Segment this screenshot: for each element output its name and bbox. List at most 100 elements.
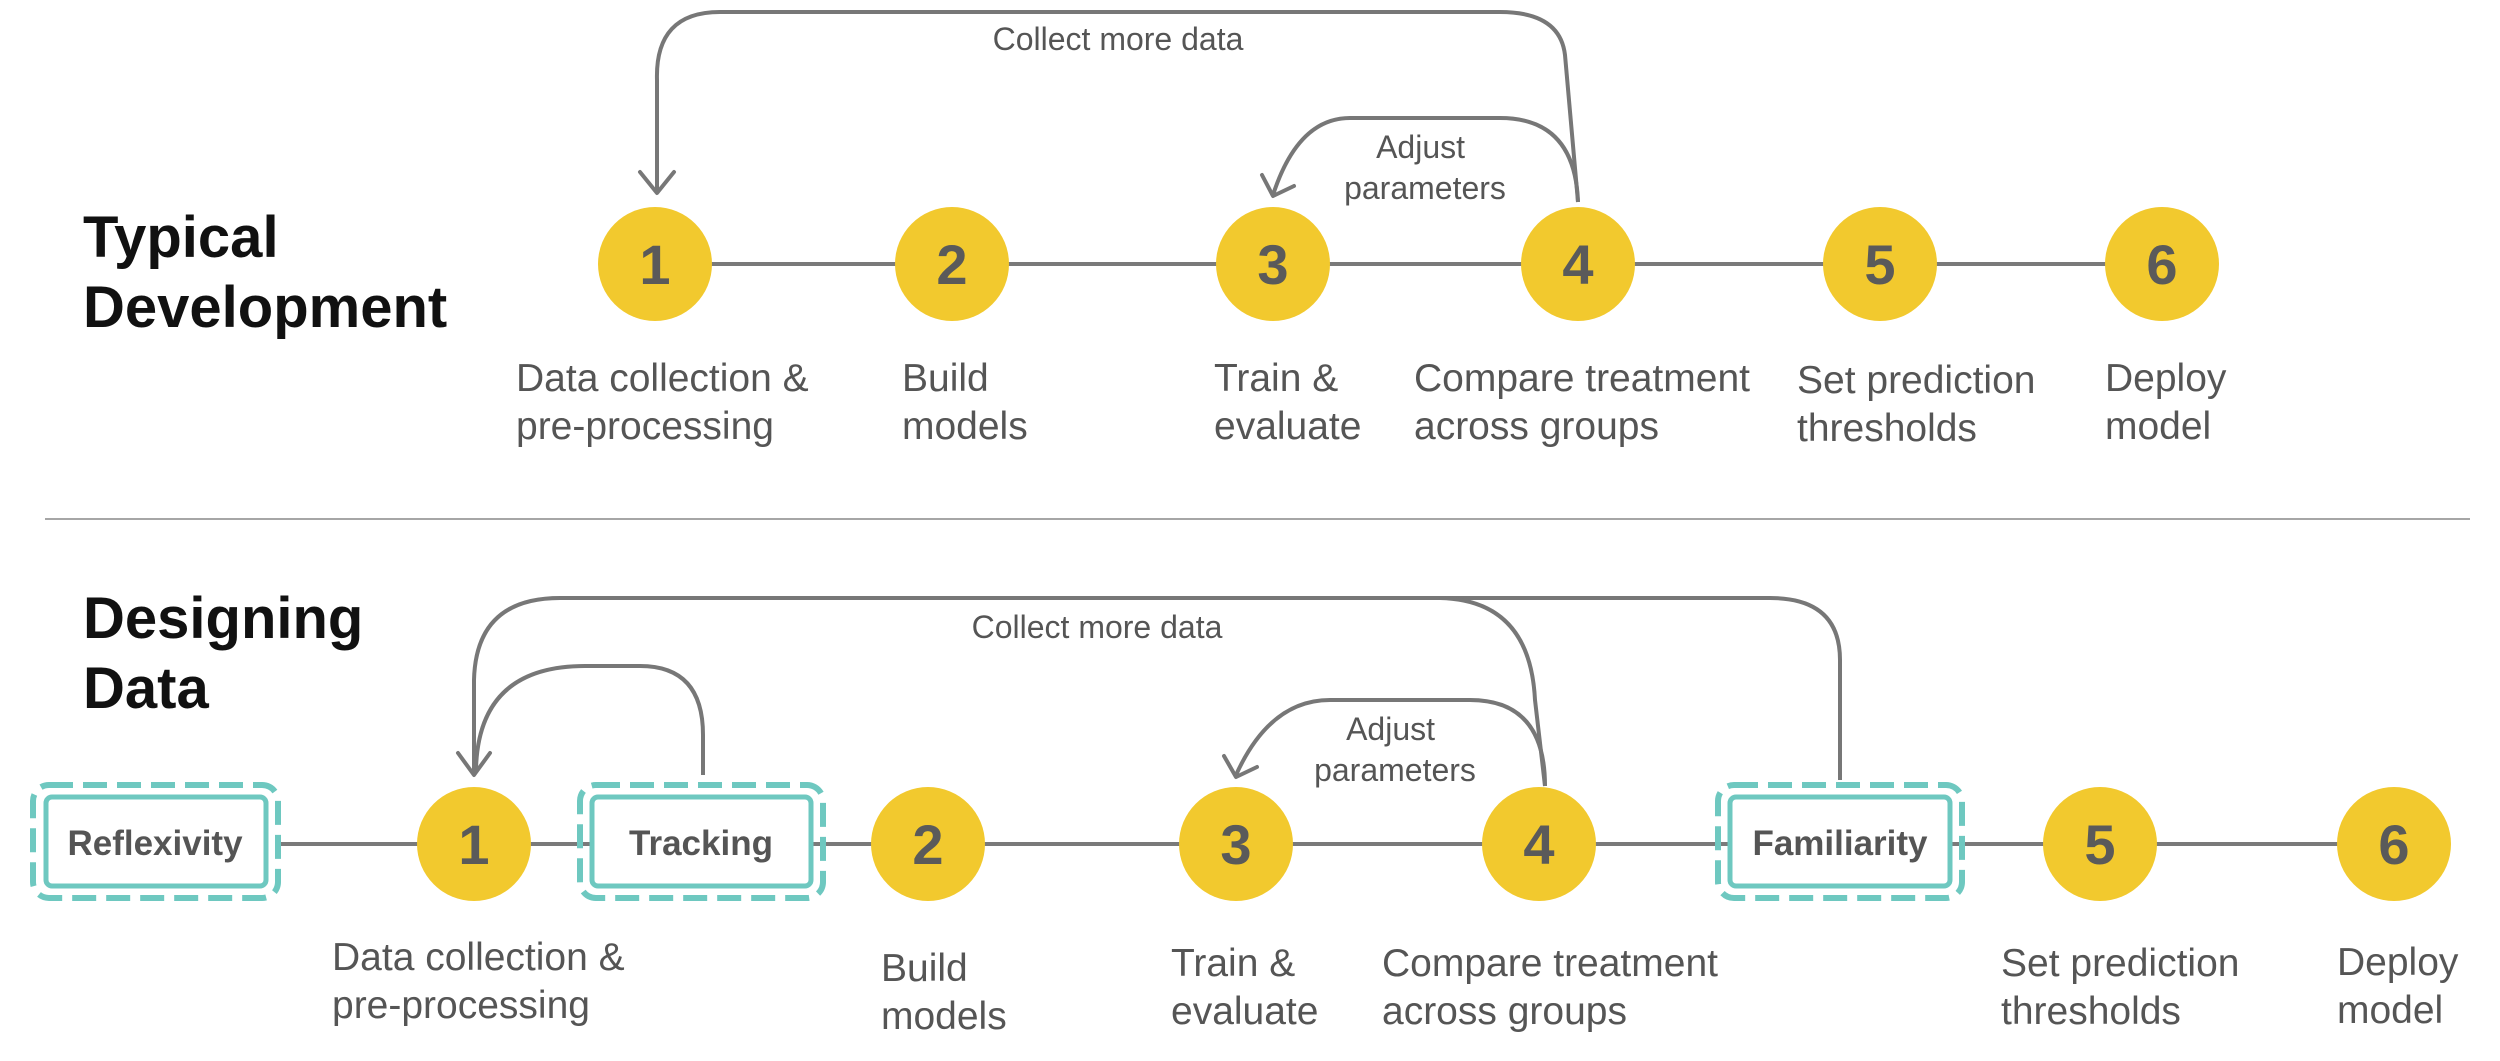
designing-node-1-circle [417,787,531,901]
tracking-box: Tracking [577,782,826,901]
typical-step-5-label: Set prediction thresholds [1797,359,2046,450]
designing-node-5-circle [2043,787,2157,901]
familiarity-box: Familiarity [1715,782,1965,901]
designing-step-5-label-line-2: thresholds [2001,990,2181,1033]
typical-node-4-number: 4 [1562,233,1593,296]
typical-title: Typical Development [83,205,447,340]
designing-adjust-label-line-1: Adjust [1346,711,1435,747]
designing-collect-more-data-label: Collect more data [972,609,1223,645]
typical-node-5-number: 5 [1864,233,1895,296]
typical-step-2-label: Build models [902,357,1028,448]
designing-step-2: 2 Build models [871,787,1007,1038]
typical-step-4-label: Compare treatment across groups [1414,357,1761,448]
designing-step-5-label-line-1: Set prediction [2001,942,2239,985]
typical-step-5-label-line-2: thresholds [1797,407,1977,450]
typical-collect-more-data-label: Collect more data [993,21,1244,57]
designing-node-2-circle [871,787,985,901]
designing-step-2-label: Build models [881,947,1007,1038]
typical-node-1-circle [598,207,712,321]
designing-step-1-label-line-2: pre-processing [332,984,590,1027]
designing-adjust-arrowhead [1222,754,1259,779]
designing-adjust-label-line-2: parameters [1314,752,1476,788]
designing-step-6: 6 Deploy model [2337,787,2469,1032]
typical-node-3-circle [1216,207,1330,321]
designing-adjust-parameters-loop [1234,698,1547,787]
designing-step-3-label: Train & evaluate [1171,942,1318,1033]
tracking-box-dashed-border [577,782,826,901]
typical-step-1-label-line-1: Data collection & [516,357,809,400]
typical-collect-more-data-loop [654,10,1580,203]
typical-step-1: 1 Data collection & pre-processing [516,207,820,448]
tracking-label: Tracking [629,824,773,863]
familiarity-box-dashed-border [1715,782,1965,901]
typical-step-2-label-line-1: Build [902,357,989,400]
typical-node-6-number: 6 [2146,233,2177,296]
typical-node-6-circle [2105,207,2219,321]
typical-node-4-circle [1521,207,1635,321]
designing-step-4: 4 Compare treatment across groups [1382,787,1729,1033]
typical-step-4-label-line-1: Compare treatment [1414,357,1750,400]
designing-title-line-1: Designing [83,586,363,651]
typical-step-6-label-line-2: model [2105,405,2211,448]
designing-node-6-circle [2337,787,2451,901]
designing-node-5-number: 5 [2084,813,2115,876]
typical-step-1-label-line-2: pre-processing [516,405,774,448]
designing-step-1-label-line-1: Data collection & [332,936,625,979]
typical-node-1-number: 1 [639,233,670,296]
designing-title-line-2: Data [83,656,209,721]
designing-step-2-label-line-1: Build [881,947,968,990]
designing-step-4-label: Compare treatment across groups [1382,942,1729,1033]
designing-node-1-number: 1 [458,813,489,876]
designing-step-3-label-line-2: evaluate [1171,990,1318,1033]
designing-step-6-label: Deploy model [2337,941,2469,1032]
designing-step-3-label-line-1: Train & [1171,942,1295,985]
designing-step-5: 5 Set prediction thresholds [2001,787,2250,1033]
designing-node-3-number: 3 [1220,813,1251,876]
typical-adjust-parameters-label: Adjust parameters [1344,129,1506,206]
typical-development-section: Typical Development Collect more data Ad… [83,10,2237,450]
reflexivity-box-inner [43,794,269,889]
typical-step-3: 3 Train & evaluate [1214,207,1361,448]
designing-step-1-label: Data collection & pre-processing [332,936,636,1027]
typical-step-2-label-line-2: models [902,405,1028,448]
designing-node-3-circle [1179,787,1293,901]
designing-step-5-label: Set prediction thresholds [2001,942,2250,1033]
designing-title: Designing Data [83,586,379,721]
typical-step-1-label: Data collection & pre-processing [516,357,820,448]
typical-title-line-1: Typical [83,205,279,270]
typical-step-5: 5 Set prediction thresholds [1797,207,2046,450]
tracking-box-inner [589,794,814,889]
typical-node-5-circle [1823,207,1937,321]
designing-step-6-label-line-1: Deploy [2337,941,2459,984]
typical-collect-arrowhead [638,170,676,195]
familiarity-label: Familiarity [1752,824,1928,863]
designing-collect-more-data-loop [472,596,1842,780]
typical-adjust-parameters-loop [1271,116,1580,203]
typical-step-6-label: Deploy model [2105,357,2237,448]
designing-step-4-label-line-1: Compare treatment [1382,942,1718,985]
designing-step-3: 3 Train & evaluate [1171,787,1318,1033]
designing-collect-arrowhead [456,751,492,777]
familiarity-box-inner [1727,794,1953,889]
designing-node-4-number: 4 [1523,813,1554,876]
typical-step-3-label-line-2: evaluate [1214,405,1361,448]
typical-adjust-label-line-2: parameters [1344,170,1506,206]
designing-step-6-label-line-2: model [2337,989,2443,1032]
typical-adjust-label-line-1: Adjust [1376,129,1465,165]
typical-step-6: 6 Deploy model [2105,207,2237,448]
typical-step-5-label-line-1: Set prediction [1797,359,2035,402]
reflexivity-label: Reflexivity [67,824,243,863]
designing-node-2-number: 2 [912,813,943,876]
reflexivity-box: Reflexivity [30,782,281,901]
designing-tracking-loop [474,664,705,775]
typical-node-3-number: 3 [1257,233,1288,296]
designing-data-section: Designing Data Collect more data Adjust … [30,586,2469,1038]
typical-step-2: 2 Build models [895,207,1028,448]
designing-node-4-circle [1482,787,1596,901]
typical-step-3-label: Train & evaluate [1214,357,1361,448]
typical-node-2-circle [895,207,1009,321]
designing-node-6-number: 6 [2378,813,2409,876]
typical-step-6-label-line-1: Deploy [2105,357,2227,400]
typical-step-4: 4 Compare treatment across groups [1414,207,1761,448]
